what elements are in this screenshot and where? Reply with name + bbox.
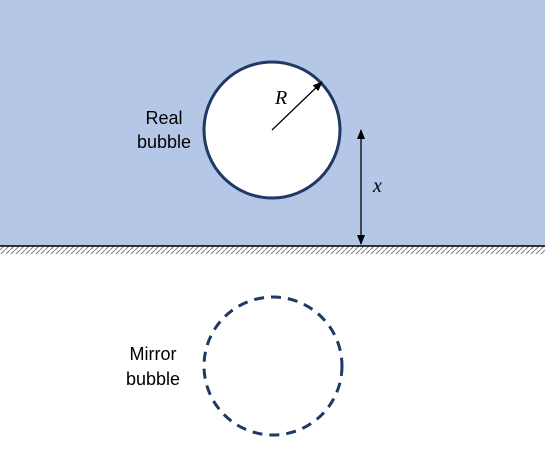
mirror-bubble (202, 295, 344, 437)
real-bubble-label-line1: Real (145, 108, 182, 128)
mirror-bubble-label-line1: Mirror (130, 344, 177, 364)
real-bubble-label-line2: bubble (137, 132, 191, 152)
wall-hatching (0, 246, 545, 254)
distance-symbol: x (372, 175, 382, 197)
mirror-bubble-label-line2: bubble (126, 369, 180, 389)
radius-arrow (271, 81, 323, 131)
radius-symbol: R (274, 87, 287, 109)
